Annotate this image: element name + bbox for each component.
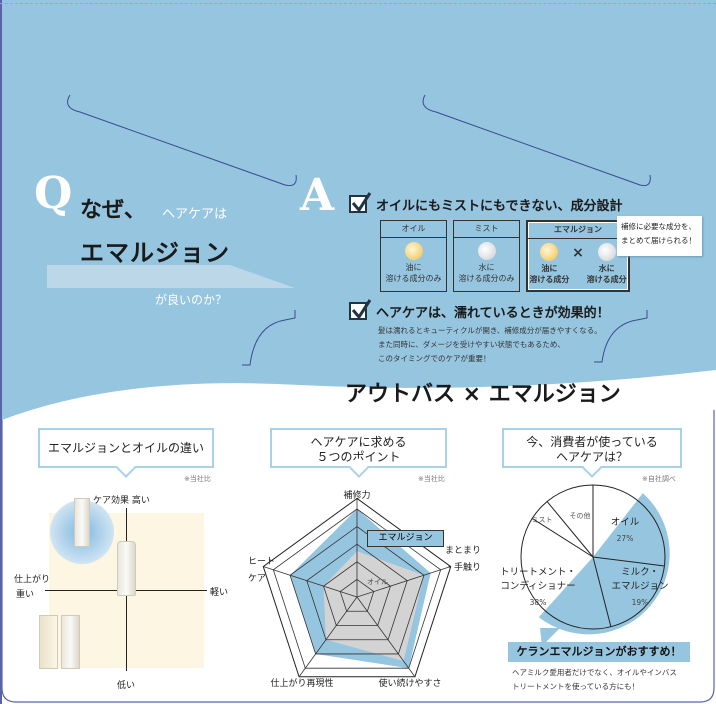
pie-highlight	[538, 493, 670, 635]
panel1-note: ※当社比	[184, 475, 211, 483]
conclusion-lead: だから、ヘアケアは	[196, 387, 314, 402]
panel2-title: ５つのポイント	[316, 450, 401, 464]
pie-label: オイル	[611, 517, 640, 528]
pie-label: その他	[570, 511, 591, 520]
question-good: が良いのか？	[155, 293, 228, 307]
description-line: トリートメントを使っている方にも！	[512, 682, 640, 691]
box-text: 水に	[598, 264, 615, 273]
speech-bubble: 補修に必要な成分を、 まとめて届けられる！	[617, 216, 702, 256]
radar-series-1	[323, 551, 424, 662]
axis-label-right: 軽い	[210, 588, 229, 598]
box-text: 水に	[478, 263, 495, 272]
axis-label-left: 仕上がり	[14, 575, 51, 585]
point2-title: ヘアケアは、濡れているときが効果的！	[376, 306, 610, 321]
panel3-title-card: 今、消費者が使っているヘアケアは？	[502, 428, 682, 468]
radar-grid	[272, 508, 442, 669]
box-text: 溶ける成分のみ	[385, 274, 442, 283]
pie-slice-2	[592, 556, 612, 627]
question-keyword: エマルジョン	[80, 239, 230, 267]
pie-label: エマルジョン	[611, 581, 668, 592]
radar-axis-label: 補修力	[343, 489, 370, 501]
pie-slice-1	[592, 556, 665, 567]
description-line: 髪は濡れるとキューティクルが開き、補修成分が届きやすくなる。	[378, 326, 602, 335]
pie-label: ミルク・	[621, 567, 659, 578]
radar-grid	[289, 526, 425, 655]
pie-label: トリートメント・	[500, 567, 576, 578]
box-header: エマルジョン	[528, 222, 628, 239]
product-bottle	[117, 541, 136, 596]
water-drop-icon	[597, 243, 616, 261]
pie-value-label: 38%	[530, 598, 547, 607]
panel3-description: ヘアミルク愛用者だけでなく、オイルやインバス トリートメントを使っている方にも！	[512, 666, 677, 694]
radar-axis	[263, 566, 358, 598]
pie-slice-3	[531, 517, 594, 558]
box-header: ミスト	[454, 221, 519, 238]
q-letter: Q	[34, 168, 73, 219]
panel3-title: ヘアケアは？	[555, 450, 628, 464]
legend-emulsion: エマルジョン	[367, 530, 444, 547]
panel2-title: ヘアケアに求める	[310, 435, 407, 449]
axis-label-bottom: 低い	[117, 681, 136, 691]
box-mist: ミスト 水に 溶ける成分のみ	[453, 220, 520, 292]
bubble-text: まとめて届けられる！	[621, 236, 696, 245]
bubble-text: 補修に必要な成分を、	[621, 222, 696, 231]
question-haircare: ヘアケアは	[162, 207, 228, 222]
point2-description: 髪は濡れるとキューティクルが開き、補修成分が届きやすくなる。 また同時に、ダメー…	[378, 324, 602, 366]
top-dashed-line	[0, 3, 716, 4]
box-text: 溶ける成分のみ	[458, 274, 515, 283]
checkbox-icon	[349, 192, 372, 213]
radar-axis	[356, 596, 416, 677]
description-line: このタイミングでのケアが重要！	[378, 354, 491, 363]
panel3-note: ※自社調べ	[642, 475, 676, 483]
recommend-callout: ケランエマルジョンがおすすめ！	[508, 642, 690, 662]
axis-label-top: ケア効果 高い	[93, 496, 150, 506]
pie-slice-4	[546, 501, 594, 558]
legend-oil: オイル	[367, 578, 388, 586]
pie-value-label: 19%	[632, 598, 649, 607]
callout-pointer	[540, 628, 560, 646]
product-oil	[39, 615, 58, 669]
box-oil: オイル 油に 溶ける成分のみ	[380, 220, 447, 292]
radar-axis-label: まとまり	[445, 545, 481, 556]
oil-drop-icon	[540, 243, 559, 261]
panel3-title: 今、消費者が使っている	[526, 435, 658, 449]
radar-axis	[298, 596, 358, 677]
box-text: 溶ける成分	[529, 275, 570, 284]
radar-grid	[323, 561, 391, 626]
box-header: オイル	[381, 221, 446, 238]
panel1-title-card: エマルジョンとオイルの違い	[38, 428, 214, 468]
water-drop-icon	[477, 242, 496, 260]
panel1-title: エマルジョンとオイルの違い	[47, 441, 204, 455]
axis-label-left: 重い	[16, 590, 35, 600]
box-text: 油に	[541, 264, 558, 273]
oil-drop-icon	[404, 242, 423, 260]
pie-label: ミスト	[532, 516, 553, 524]
a-letter: A	[300, 170, 335, 221]
radar-grid	[306, 543, 408, 641]
product-oil	[61, 615, 80, 669]
question-why: なぜ、	[80, 198, 147, 223]
radar-axis-label: 使い続けやすさ	[378, 677, 441, 689]
times-icon: ×	[572, 245, 584, 261]
product-emulsion	[74, 498, 90, 547]
radar-grid	[339, 578, 375, 612]
description-line: ヘアミルク愛用者だけでなく、オイルやインバス	[512, 668, 677, 677]
radar-axis-label: 仕上がり再現性	[270, 677, 333, 689]
pie-chart: オイル 27% ミルク・エマルジョン 19% トリートメント・コンディショナー 38% ミス…	[500, 484, 670, 635]
pie-label: コンディショナー	[500, 580, 575, 592]
description-line: また同時に、ダメージを受けやすい状態でもあるため、	[378, 340, 565, 349]
pie-value-label: 27%	[617, 534, 634, 543]
radar-axis-label: ・手触り	[445, 561, 481, 573]
conclusion-main: アウトバス × エマルジョン	[345, 382, 621, 407]
checkbox-icon	[349, 299, 372, 320]
box-text: 油に	[405, 263, 422, 272]
point1-title: オイルにもミストにもできない、成分設計	[376, 199, 623, 214]
radar-axis-label-heat-care: ヒートケア	[248, 557, 276, 584]
box-emulsion: エマルジョン 油に溶ける成分 × 水に溶ける成分	[526, 220, 630, 292]
radar-axis	[356, 566, 451, 598]
panel2-note: ※当社比	[418, 475, 445, 483]
box-text: 溶ける成分	[586, 275, 627, 284]
